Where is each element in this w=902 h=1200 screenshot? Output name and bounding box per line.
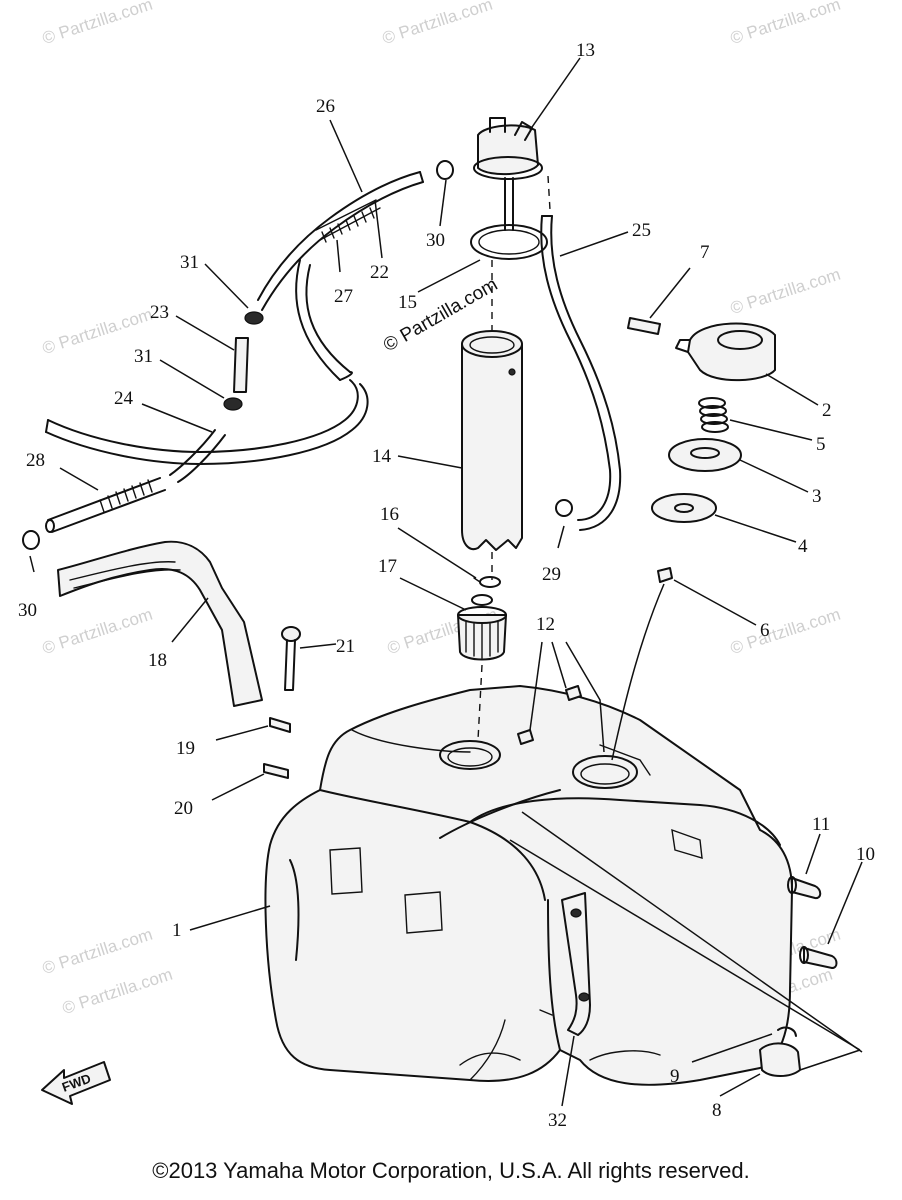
clamp-29 [555, 499, 573, 517]
nut-12b [517, 729, 534, 745]
holder-8 [759, 1042, 801, 1077]
callout-25: 25 [632, 220, 651, 241]
clamps-31 [223, 311, 264, 411]
clip-9 [777, 1026, 797, 1037]
callout-13: 13 [576, 40, 595, 61]
callout-32: 32 [548, 1110, 567, 1131]
callout-30b: 30 [18, 600, 37, 621]
cap-plate-3 [668, 438, 742, 472]
callout-1: 1 [172, 920, 182, 941]
hose-24 [45, 379, 369, 483]
callout-7: 7 [700, 242, 710, 263]
callout-10: 10 [856, 844, 875, 865]
callout-27: 27 [334, 286, 353, 307]
callout-11: 11 [812, 814, 830, 835]
callout-numbers: 13 26 30 22 27 25 15 7 2 5 3 4 6 31 23 3… [18, 40, 875, 1131]
pin-7 [627, 317, 661, 335]
bolt-21 [281, 626, 301, 691]
callout-3: 3 [812, 486, 822, 507]
bolt-10 [799, 946, 838, 969]
callout-8: 8 [712, 1100, 722, 1121]
callout-16: 16 [380, 504, 399, 525]
callout-30a: 30 [426, 230, 445, 251]
fuel-pump-assembly [473, 117, 551, 231]
hose-28 [45, 477, 166, 533]
clamps-30 [22, 160, 454, 550]
fuel-filter [457, 594, 507, 741]
callout-15: 15 [398, 292, 417, 313]
callout-18: 18 [148, 650, 167, 671]
callout-14: 14 [372, 446, 392, 467]
callout-6: 6 [760, 620, 770, 641]
bolt-11 [787, 876, 822, 900]
callout-24: 24 [114, 388, 134, 409]
nut-12a [565, 685, 582, 701]
callout-12: 12 [536, 614, 555, 635]
callout-19: 19 [176, 738, 195, 759]
callout-4: 4 [798, 536, 808, 557]
callout-23: 23 [150, 302, 169, 323]
o-ring [470, 224, 548, 260]
hose-protector-27 [315, 199, 381, 243]
forward-arrow: FWD [41, 1061, 111, 1105]
callout-22: 22 [370, 262, 389, 283]
hose-22-26 [257, 171, 424, 381]
leader-lines [29, 57, 863, 1107]
bracket-18 [57, 540, 263, 707]
callout-9: 9 [670, 1066, 680, 1087]
filter-clip [473, 576, 501, 588]
callout-17: 17 [378, 556, 397, 577]
callout-20: 20 [174, 798, 193, 819]
callout-5: 5 [816, 434, 826, 455]
callout-31a: 31 [180, 252, 199, 273]
collar-20 [263, 763, 289, 779]
fuel-tank [264, 685, 793, 1086]
spring-5 [698, 397, 729, 433]
pipe-23 [233, 337, 249, 393]
callout-28: 28 [26, 450, 45, 471]
collar-19 [269, 717, 291, 733]
gasket-4 [651, 493, 717, 523]
copyright-notice: ©2013 Yamaha Motor Corporation, U.S.A. A… [152, 1158, 750, 1183]
callout-29: 29 [542, 564, 561, 585]
filter-case [461, 260, 523, 580]
hose-25 [540, 215, 622, 531]
filler-cap-2 [675, 322, 776, 382]
callout-21: 21 [336, 636, 355, 657]
nut-6 [611, 567, 673, 761]
callout-26: 26 [316, 96, 335, 117]
callout-31b: 31 [134, 346, 153, 367]
callout-2: 2 [822, 400, 832, 421]
